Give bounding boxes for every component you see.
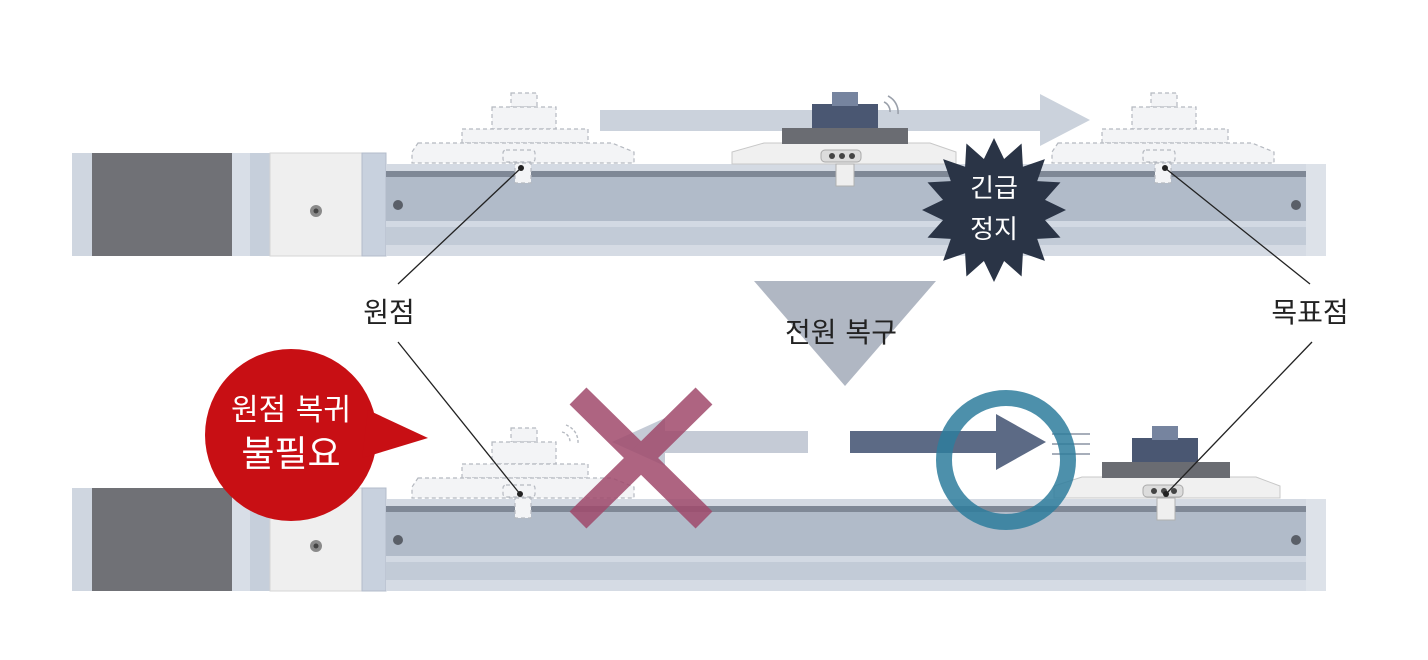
no-homing-label-line1: 원점 복귀: [231, 393, 351, 428]
rail-screw-left: [393, 200, 403, 210]
rail-end-cap: [1306, 164, 1326, 256]
target-callout-line-top: [1164, 167, 1311, 285]
power-restore-indicator: 전원 복구: [754, 281, 936, 386]
motor-body: [92, 153, 232, 256]
motor-body: [92, 488, 232, 591]
rail-screw-right: [1291, 200, 1301, 210]
origin-label: 원점: [363, 296, 415, 329]
origin-ghost-slider: [411, 92, 635, 184]
signal-icon: [561, 431, 571, 443]
emergency-label-line2: 정지: [970, 215, 1018, 245]
no-homing-label-line2: 불필요: [241, 434, 340, 475]
emergency-label-line1: 긴급: [970, 174, 1018, 204]
moving-slider: [731, 92, 957, 187]
emergency-stop-burst: 긴급 정지: [922, 138, 1066, 282]
motor-endcap: [72, 153, 92, 256]
motor-flange-2: [250, 153, 270, 256]
cross-mark-icon: [569, 387, 713, 529]
target-label: 목표점: [1271, 296, 1348, 329]
motor-bracket: [269, 152, 363, 257]
target-ghost-slider: [1051, 92, 1275, 184]
power-restore-label: 전원 복구: [785, 316, 897, 349]
target-callout-line-bottom: [1165, 341, 1313, 495]
origin-callout-line-bottom: [397, 341, 521, 495]
no-homing-balloon: 원점 복귀 불필요: [205, 349, 428, 521]
motor-flange: [232, 153, 250, 256]
callouts: [397, 167, 1313, 495]
end-plate: [361, 152, 387, 257]
origin-ghost-slider: [411, 427, 635, 519]
origin-callout-line-top: [397, 167, 522, 285]
moving-slider: [1053, 426, 1281, 521]
power-restore-triangle: [754, 281, 936, 386]
check-circle-icon: [936, 390, 1076, 530]
top-actuator: 긴급 정지: [72, 92, 1326, 282]
bottom-actuator: 원점 복귀 불필요: [72, 349, 1326, 592]
signal-icon: [883, 101, 891, 113]
